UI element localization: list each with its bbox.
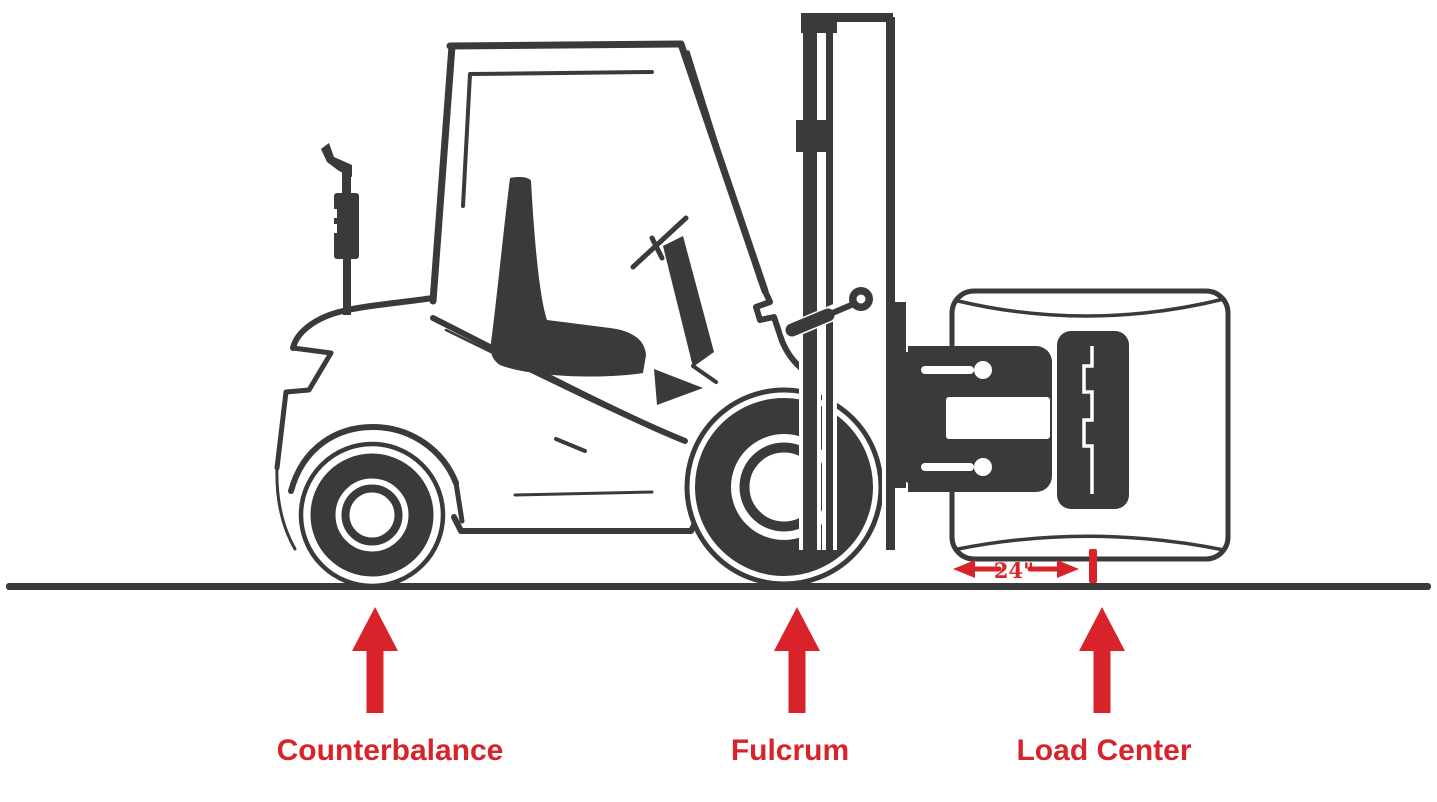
exhaust-pipe xyxy=(321,143,359,315)
counterweight-body xyxy=(274,295,702,551)
operator-seat xyxy=(490,177,646,377)
cab-frame xyxy=(429,40,804,371)
load-center-distance: 24" xyxy=(994,558,1034,583)
front-wheel xyxy=(684,387,884,587)
dimension-arrow-left-icon xyxy=(953,560,975,578)
pointer-arrows xyxy=(352,607,1125,713)
dimension-arrow-right-icon xyxy=(1057,560,1079,578)
ground-line xyxy=(6,583,1431,590)
roll-clamp xyxy=(886,302,1129,509)
steering-column xyxy=(630,215,718,384)
dimension-annotation: 24" xyxy=(953,549,1097,583)
rear-wheel xyxy=(298,441,446,589)
fulcrum-arrow-icon xyxy=(774,607,820,713)
label-load-center: Load Center xyxy=(1016,734,1192,767)
label-counterbalance: Counterbalance xyxy=(276,734,504,767)
counterbalance-arrow-icon xyxy=(352,607,398,713)
label-fulcrum: Fulcrum xyxy=(730,734,850,767)
tilt-cylinder xyxy=(782,283,877,339)
front-body-wedge xyxy=(654,369,703,405)
load-center-arrow-icon xyxy=(1079,607,1125,713)
load-center-tick xyxy=(1089,549,1097,583)
